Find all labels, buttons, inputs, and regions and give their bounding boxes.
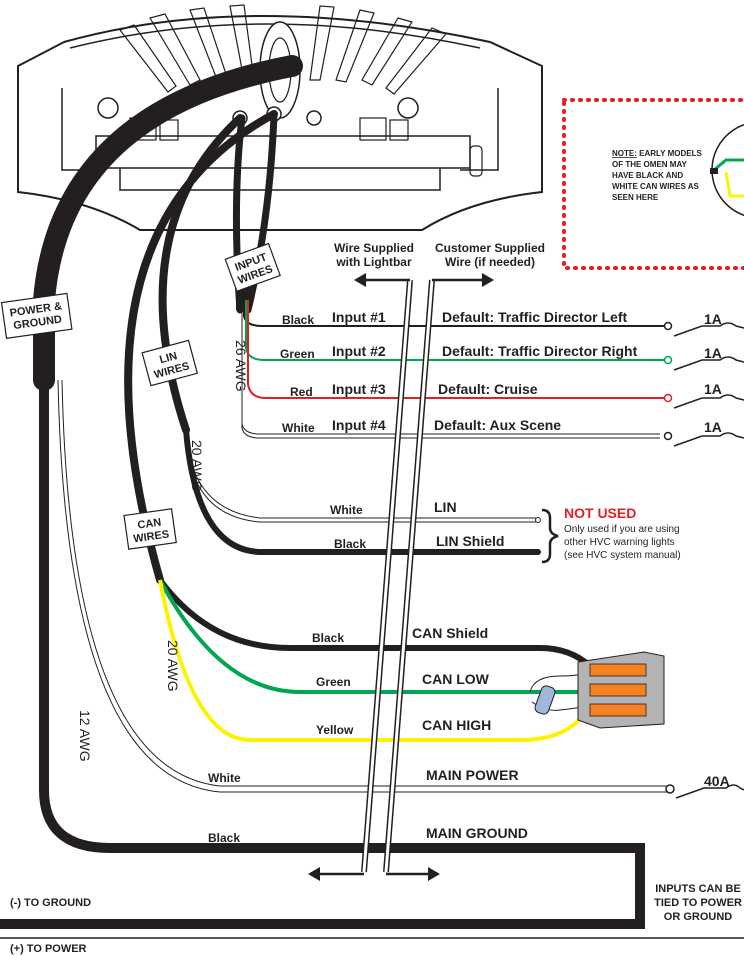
input-gauge: 26 AWG (233, 340, 249, 392)
note-line5: SEEN HERE (612, 193, 659, 202)
customer-supplied-2: Wire (if needed) (445, 255, 535, 269)
lightbar-housing (17, 4, 543, 231)
note-line3: HAVE BLACK AND (612, 171, 683, 180)
not-used-brace (541, 508, 559, 564)
supply-arrows (308, 273, 494, 881)
input-4-fuse: 1A (704, 419, 722, 435)
main-power-fuse: 40A (704, 773, 730, 789)
input-2-default: Default: Traffic Director Right (442, 343, 638, 359)
lightbar-supplied-2: with Lightbar (335, 255, 412, 269)
not-used-line2: other HVC warning lights (564, 537, 675, 548)
note-line2: OF THE OMEN MAY (612, 160, 687, 169)
input-4-label: Input #4 (332, 417, 386, 433)
lin-label: LIN (434, 499, 457, 515)
svg-text:NOTE: EARLY MODELS: NOTE: EARLY MODELS (612, 149, 702, 158)
lin-white-color: White (330, 503, 363, 517)
input-1-label: Input #1 (332, 309, 386, 325)
lin-shield-label: LIN Shield (436, 533, 504, 549)
input-2-fuse: 1A (704, 345, 722, 361)
to-power-label: (+) TO POWER (10, 943, 87, 955)
input-2-label: Input #2 (332, 343, 386, 359)
can-high-label: CAN HIGH (422, 717, 491, 733)
main-power-color: White (208, 771, 241, 785)
tied-note-3: OR GROUND (664, 911, 733, 923)
to-ground-label: (-) TO GROUND (10, 897, 91, 909)
customer-supplied-1: Customer Supplied (435, 241, 545, 255)
can-wire-bundle (124, 110, 593, 742)
lightbar-supplied-1: Wire Supplied (334, 241, 414, 255)
input-3-fuse: 1A (704, 381, 722, 397)
can-wires-tag: CAN WIRES (123, 508, 177, 550)
input-fuses (673, 322, 744, 447)
not-used-line3: (see HVC system manual) (564, 550, 681, 561)
input-2-color: Green (280, 347, 315, 361)
svg-text:CAN: CAN (137, 516, 162, 531)
lin-gauge: 20 AWG (189, 440, 205, 492)
input-4-default: Default: Aux Scene (434, 417, 561, 433)
input-wires-tag: INPUT WIRES (224, 242, 281, 293)
main-ground-color: Black (208, 831, 240, 845)
input-1-color: Black (282, 313, 314, 327)
not-used-title: NOT USED (564, 505, 636, 521)
can-shield-label: CAN Shield (412, 625, 488, 641)
note-prefix: NOTE: (612, 149, 637, 158)
lin-wires-tag: LIN WIRES (141, 339, 199, 387)
can-gauge: 20 AWG (165, 640, 181, 692)
input-3-color: Red (290, 385, 313, 399)
power-ground-bundle (0, 55, 744, 939)
input-3-label: Input #3 (332, 381, 386, 397)
can-low-label: CAN LOW (422, 671, 490, 687)
not-used-line1: Only used if you are using (564, 524, 680, 535)
input-1-fuse: 1A (704, 311, 722, 327)
main-power-label: MAIN POWER (426, 767, 519, 783)
can-high-color: Yellow (316, 723, 354, 737)
main-ground-label: MAIN GROUND (426, 825, 528, 841)
tied-note-2: TIED TO POWER (654, 897, 742, 909)
early-models-note: NOTE: EARLY MODELS OF THE OMEN MAY HAVE … (562, 98, 744, 270)
lin-shield-color: Black (334, 537, 366, 551)
power-ground-tag: POWER & GROUND (0, 292, 73, 339)
can-low-color: Green (316, 675, 351, 689)
note-line1: EARLY MODELS (637, 149, 703, 158)
svg-text:LIN: LIN (158, 350, 178, 366)
svg-text:WIRES: WIRES (133, 528, 170, 545)
input-1-default: Default: Traffic Director Left (442, 309, 627, 325)
can-shield-color: Black (312, 631, 344, 645)
note-line4: WHITE CAN WIRES AS (612, 182, 699, 191)
power-gauge: 12 AWG (77, 710, 93, 762)
input-4-color: White (282, 421, 315, 435)
input-wires (241, 300, 673, 441)
tied-note-1: INPUTS CAN BE (655, 883, 741, 895)
input-3-default: Default: Cruise (438, 381, 538, 397)
can-connector (577, 651, 665, 729)
